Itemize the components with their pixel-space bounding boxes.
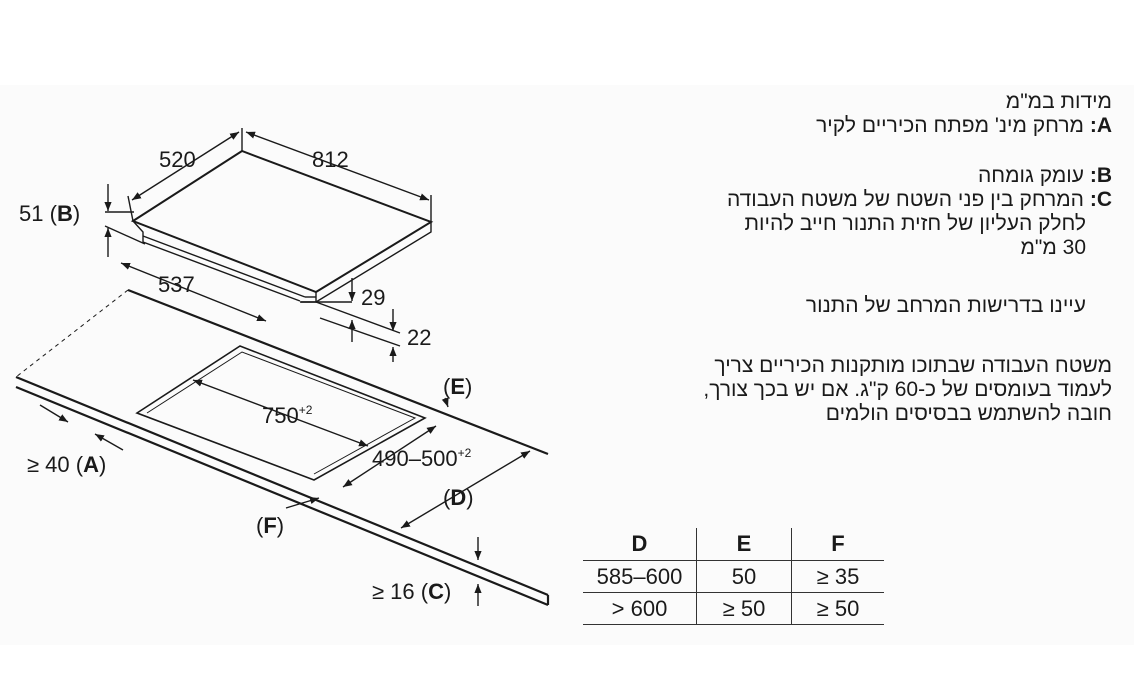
dim-b-label: B: [57, 201, 73, 226]
oven-note: עיינו בדרישות המרחב של התנור: [805, 294, 1086, 317]
dim-base-height: 22: [407, 325, 431, 350]
dim-depth: 520: [159, 147, 196, 172]
work-line3: חובה להשתמש בבסיסים הולמים: [825, 402, 1112, 425]
dim-width: 812: [312, 147, 349, 172]
table-row: > 600 ≥ 50 ≥ 50: [583, 592, 884, 625]
note-a: A: מרחק מינ' מפתח הכיריים לקיר: [592, 114, 1112, 138]
note-b-key: B:: [1089, 164, 1112, 187]
note-a-text: מרחק מינ' מפתח הכיריים לקיר: [816, 114, 1084, 137]
table-cell: ≥ 50: [791, 592, 884, 625]
label-d: (D): [443, 485, 474, 510]
table-cell: 50: [696, 560, 792, 593]
note-c-key: C:: [1089, 188, 1112, 211]
notes-panel: מידות במ"מ A: מרחק מינ' מפתח הכיריים לקי…: [592, 90, 1112, 426]
dim-cutout-width-value: 750: [262, 403, 299, 428]
notes-title: מידות במ"מ: [1005, 90, 1112, 113]
dim-b-value: 51: [19, 201, 43, 226]
dim-cutout-depth-value: 490–500: [372, 446, 458, 471]
note-c-line2: לחלק העליון של חזית התנור חייב להיות: [744, 212, 1086, 235]
spec-table: D E F 585–600 50 ≥ 35 > 600 ≥ 50 ≥ 50: [583, 528, 884, 625]
table-cell: 585–600: [583, 560, 697, 593]
label-a: ≥ 40 (A): [27, 452, 106, 477]
table-header-e: E: [696, 528, 792, 561]
note-a-key: A:: [1089, 114, 1112, 137]
dim-cutout-depth-tol: +2: [458, 446, 472, 460]
label-e: (E): [443, 374, 472, 399]
dim-cutout-depth: 490–500+2: [372, 446, 472, 471]
label-f: (F): [256, 513, 284, 538]
dim-cutout-width-tol: +2: [299, 403, 313, 417]
work-line1: משטח העבודה שבתוכו מותקנות הכיריים צריך: [714, 354, 1112, 377]
note-c-line3: 30 מ"מ: [1020, 236, 1086, 259]
dim-cutout-width: 750+2: [262, 403, 313, 428]
note-b: B: עומק גומחה: [592, 164, 1112, 188]
note-c-line1: המרחק בין פני השטח של משטח העבודה: [726, 188, 1084, 211]
note-b-text: עומק גומחה: [977, 164, 1084, 187]
dim-b: 51 (B): [19, 201, 80, 226]
dim-front-depth: 537: [158, 272, 195, 297]
table-header-row: D E F: [583, 528, 884, 561]
dim-b-open: (: [50, 201, 58, 226]
table-row: 585–600 50 ≥ 35: [583, 560, 884, 593]
table-header-d: D: [583, 528, 697, 561]
table-cell: ≥ 50: [696, 592, 792, 625]
dim-b-close: ): [73, 201, 80, 226]
table-cell: > 600: [583, 592, 697, 625]
label-c: ≥ 16 (C): [372, 579, 451, 604]
note-c: C: המרחק בין פני השטח של משטח העבודה: [592, 188, 1112, 212]
countertop: [15, 288, 550, 607]
table-cell: ≥ 35: [791, 560, 884, 593]
work-line2: לעמוד בעומסים של כ-60 ק"ג. אם יש בכך צור…: [703, 378, 1112, 401]
table-header-f: F: [791, 528, 884, 561]
dim-frame-height: 29: [361, 285, 385, 310]
